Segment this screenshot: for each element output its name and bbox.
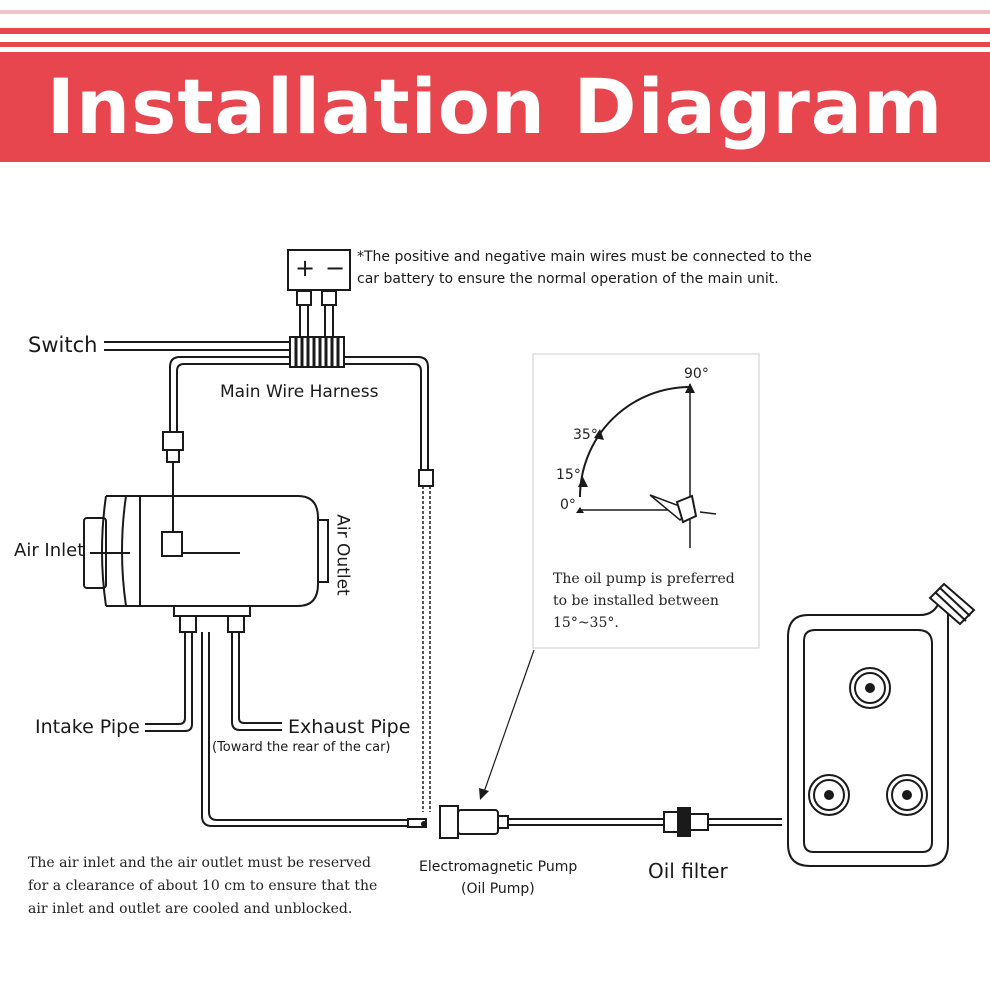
- intake-pipe-label: Intake Pipe: [35, 716, 140, 738]
- main-wire-harness-label: Main Wire Harness: [220, 382, 379, 402]
- harness-inline-connector: [162, 431, 184, 540]
- inset-angle-0: 0°: [560, 497, 576, 513]
- battery: [287, 249, 351, 340]
- pump-inlet-dot: [421, 821, 427, 827]
- switch-wire: [104, 341, 290, 351]
- angle-90-arrow: [685, 383, 695, 393]
- fuel-line-tank: [508, 818, 782, 826]
- inset-angle-35: 35°: [573, 427, 598, 443]
- battery-note-line1: *The positive and negative main wires mu…: [357, 249, 812, 265]
- clearance-note-line3: air inlet and outlet are cooled and unbl…: [28, 901, 353, 917]
- clearance-note-line2: for a clearance of about 10 cm to ensure…: [28, 878, 378, 894]
- inset-angle-90: 90°: [684, 366, 709, 382]
- battery-note-line2: car battery to ensure the normal operati…: [357, 271, 779, 287]
- pump-label-line1: Electromagnetic Pump: [419, 859, 578, 875]
- exhaust-pipe-note: (Toward the rear of the car): [212, 740, 391, 755]
- air-inlet-label: Air Inlet: [14, 540, 85, 561]
- main-wire-harness-connector: [289, 336, 345, 368]
- angle-inset: [532, 353, 760, 649]
- pump-wire-connector: [418, 469, 434, 487]
- angle-35-marker: [594, 429, 604, 440]
- banner-top-stripe: [0, 10, 990, 14]
- oil-filter-label: Oil filter: [648, 859, 728, 883]
- pump-label-line2: (Oil Pump): [461, 881, 535, 897]
- heater-unit: [83, 495, 329, 633]
- exhaust-pipe: [231, 632, 282, 731]
- battery-plus-symbol: +: [295, 254, 316, 282]
- angle-15-marker: [578, 477, 588, 487]
- switch-label: Switch: [28, 333, 98, 357]
- air-outlet-label: Air Outlet: [332, 514, 353, 596]
- harness-wire-left: [169, 356, 290, 432]
- inset-leader-arrowhead: [479, 788, 489, 800]
- harness-wire-right: [344, 356, 429, 470]
- fuel-tank: [787, 582, 976, 867]
- inset-angle-15: 15°: [556, 467, 581, 483]
- fuel-line-heater: [201, 632, 408, 827]
- banner-stripe-lower: [0, 42, 990, 47]
- inset-leader-arrow: [483, 649, 535, 793]
- intake-pipe: [145, 632, 193, 732]
- battery-minus-symbol: −: [325, 254, 346, 282]
- angle-0-marker: [576, 507, 584, 513]
- oil-filter: [663, 807, 709, 837]
- banner-stripe-upper: [0, 28, 990, 34]
- pump-wire-dashed: [422, 486, 431, 812]
- page-title: Installation Diagram: [46, 62, 944, 151]
- exhaust-pipe-label: Exhaust Pipe: [288, 716, 411, 738]
- inset-note: The oil pump is preferred to be installe…: [553, 571, 735, 631]
- electromagnetic-pump: [407, 805, 509, 839]
- title-banner: [0, 52, 990, 162]
- clearance-note-line1: The air inlet and the air outlet must be…: [28, 855, 371, 871]
